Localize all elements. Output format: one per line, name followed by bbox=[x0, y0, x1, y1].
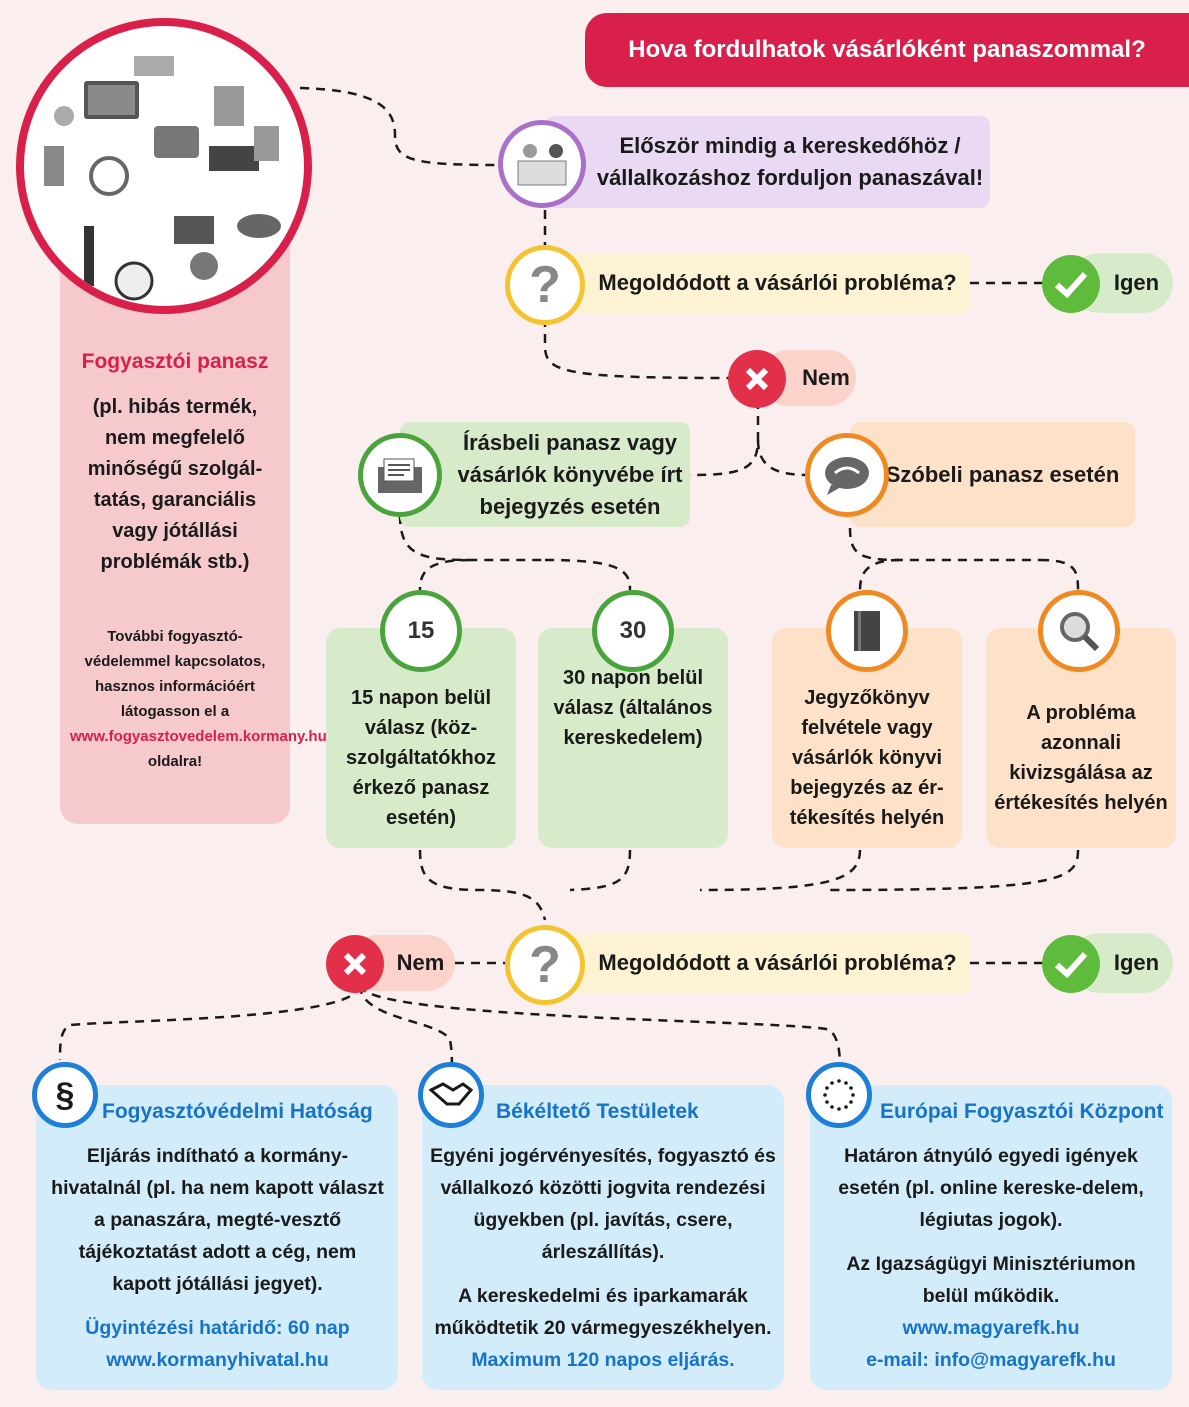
calendar-15-icon: 15 bbox=[380, 590, 462, 672]
oral-complaint-box: Szóbeli panasz esetén bbox=[850, 422, 1135, 527]
authority-url[interactable]: www.kormanyhivatal.hu bbox=[106, 1349, 329, 1371]
eu-center-body2: Az Igazságügyi Minisztériumon belül műkö… bbox=[846, 1253, 1136, 1307]
products-collage-icon bbox=[44, 56, 281, 301]
eu-center-title: Európai Fogyasztói Központ bbox=[880, 1100, 1164, 1123]
envelope-icon bbox=[358, 433, 442, 517]
eu-center-card bbox=[810, 1085, 1172, 1390]
eu-stars-icon bbox=[806, 1062, 872, 1128]
calendar-30-label: 30 bbox=[619, 617, 647, 644]
written-complaint-box: Írásbeli panasz vagy vásárlók könyvébe í… bbox=[400, 422, 690, 527]
contact-merchant-box: Először mindig a kereskedőhöz / vállalko… bbox=[545, 116, 990, 208]
more-info-text: További fogyasztó-védelemmel kapcsolatos… bbox=[70, 624, 327, 774]
authority-title: Fogyasztóvédelmi Hatóság bbox=[102, 1100, 373, 1123]
page-title: Hova fordulhatok vásárlóként panaszommal… bbox=[585, 13, 1189, 87]
merchant-icon bbox=[498, 120, 586, 208]
consumer-complaint-heading: Fogyasztói panasz bbox=[81, 350, 269, 373]
calendar-15-label: 15 bbox=[407, 617, 435, 644]
eu-center-body: Határon átnyúló egyedi igények esetén (p… bbox=[838, 1145, 1144, 1231]
eu-center-email[interactable]: e-mail: info@magyarefk.hu bbox=[866, 1349, 1116, 1371]
book-icon bbox=[826, 590, 908, 672]
paragraph-icon: § bbox=[32, 1062, 98, 1128]
products-collage bbox=[16, 18, 312, 314]
check-icon bbox=[1042, 255, 1100, 313]
authority-body: Eljárás indítható a kormány-hivatalnál (… bbox=[51, 1145, 384, 1295]
eu-center-url[interactable]: www.magyarefk.hu bbox=[902, 1317, 1080, 1339]
consumer-complaint-description: (pl. hibás termék, nem megfelelő minőség… bbox=[87, 396, 263, 573]
question2-box: Megoldódott a vásárlói probléma? bbox=[545, 933, 970, 993]
x-icon bbox=[728, 350, 786, 408]
question-mark-icon-2: ? bbox=[505, 925, 585, 1005]
arbitration-card bbox=[422, 1085, 784, 1390]
arbitration-body: Egyéni jogérvényesítés, fogyasztó és vál… bbox=[430, 1145, 776, 1263]
arbitration-highlight: Maximum 120 napos eljárás. bbox=[471, 1349, 735, 1371]
calendar-30-icon: 30 bbox=[592, 590, 674, 672]
check-icon-2 bbox=[1042, 935, 1100, 993]
more-info-end: oldalra! bbox=[147, 753, 203, 770]
magnifier-icon bbox=[1038, 590, 1120, 672]
arbitration-title: Békéltető Testületek bbox=[496, 1100, 699, 1123]
more-info-lead: További fogyasztó-védelemmel kapcsolatos… bbox=[84, 628, 266, 720]
arbitration-body2: A kereskedelmi és iparkamarák működtetik… bbox=[434, 1285, 772, 1339]
question1-box: Megoldódott a vásárlói probléma? bbox=[545, 253, 970, 313]
speech-bubble-icon bbox=[805, 433, 889, 517]
authority-card bbox=[36, 1085, 398, 1390]
question-mark-icon: ? bbox=[505, 245, 585, 325]
authority-deadline: Ügyintézési határidő: 60 nap bbox=[85, 1317, 350, 1339]
handshake-icon bbox=[418, 1062, 484, 1128]
x-icon-2 bbox=[326, 935, 384, 993]
consumer-protection-link[interactable]: www.fogyasztovedelem.kormany.hu bbox=[70, 728, 327, 745]
